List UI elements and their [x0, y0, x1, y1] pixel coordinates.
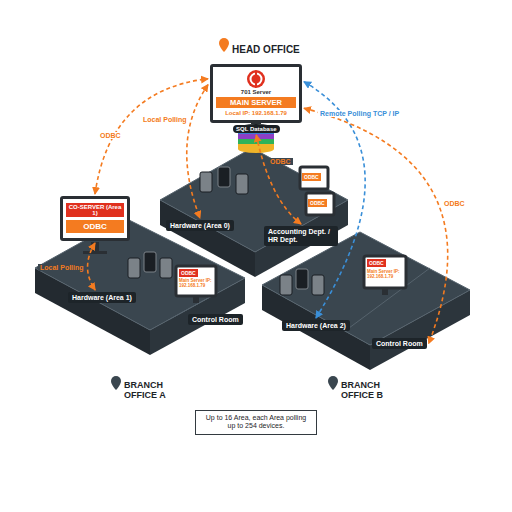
edge-label: Remote Polling TCP / IP: [318, 110, 401, 117]
node-text: Control Room: [192, 316, 239, 323]
area-label: Hardware (Area 2): [282, 320, 350, 331]
screen-text: ODBC: [302, 173, 321, 181]
screen-text: ODBC: [367, 259, 386, 267]
room-label: Control Room: [372, 338, 427, 349]
office-title: BRANCH OFFICE A: [124, 381, 184, 401]
node-text: Up to 16 Area, each Area polling up to 2…: [201, 414, 311, 431]
office-title: BRANCH OFFICE B: [341, 381, 401, 401]
connector: [95, 79, 208, 194]
area-label: Hardware (Area 0): [166, 220, 234, 231]
node-text: 701 Server: [216, 89, 296, 95]
node-text: CO-SERVER (Area 1): [66, 203, 124, 217]
note-box: Up to 16 Area, each Area polling up to 2…: [195, 410, 317, 435]
branch-b-platform: [262, 232, 470, 370]
node-text: ODBC: [66, 220, 124, 233]
area-label: Hardware (Area 1): [68, 292, 136, 303]
co-server-monitor: CO-SERVER (Area 1) ODBC: [60, 196, 130, 241]
edge-label: ODBC: [268, 158, 293, 165]
node-text: Accounting Dept. / HR Dept.: [268, 228, 334, 244]
node-text: Hardware (Area 0): [170, 222, 230, 229]
edge-label: ODBC: [442, 200, 467, 207]
connector: [88, 243, 96, 290]
node-text: SQL Database: [236, 126, 277, 132]
screen-text: ODBC: [179, 269, 198, 277]
edge-label: ODBC: [98, 132, 123, 139]
connector: [187, 85, 208, 218]
node-text: Hardware (Area 2): [286, 322, 346, 329]
edge-label: Local Polling: [141, 116, 189, 123]
node-text: Local IP: 192.168.1.79: [216, 110, 296, 116]
edge-label: Local Polling: [38, 264, 86, 271]
screen-text: Main Server IP: 192.168.1.79: [367, 270, 403, 280]
office-title: HEAD OFFICE: [232, 44, 300, 55]
connector: [256, 135, 301, 224]
room-label: Control Room: [188, 314, 243, 325]
location-pins: [111, 38, 338, 390]
node-text: Hardware (Area 1): [72, 294, 132, 301]
screen-text: Main Server IP: 192.168.1.79: [179, 279, 213, 289]
node-text: MAIN SERVER: [216, 97, 296, 108]
server-logo: [246, 69, 266, 89]
monitors: [176, 167, 406, 296]
screen-text: ODBC: [308, 199, 327, 207]
database-label: SQL Database: [233, 125, 280, 133]
node-text: Control Room: [376, 340, 423, 347]
department-label: Accounting Dept. / HR Dept.: [264, 226, 338, 246]
